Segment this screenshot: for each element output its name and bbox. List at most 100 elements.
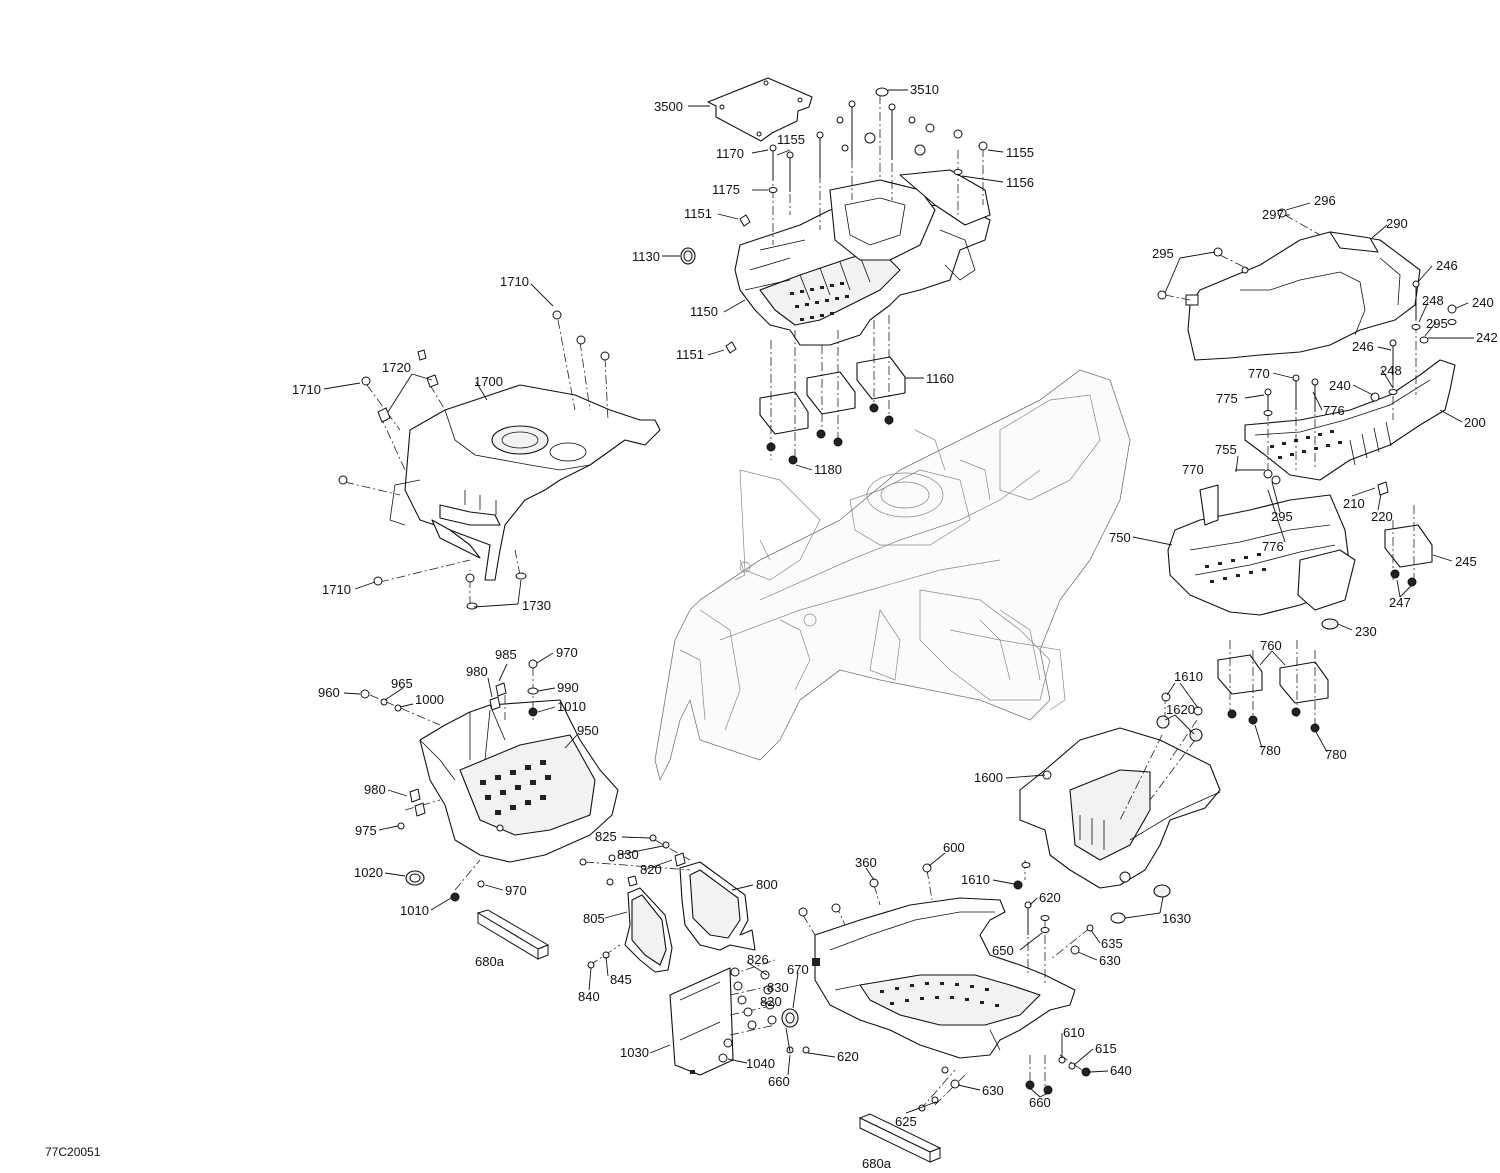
callout-246: 246 (1436, 258, 1458, 273)
callout-1156: 1156 (1006, 175, 1034, 190)
callout-3500: 3500 (654, 99, 683, 114)
callout-776: 776 (1323, 403, 1345, 418)
fender-hardware (798, 863, 1094, 1112)
callout-1130: 1130 (632, 249, 660, 264)
callout-780: 780 (1259, 743, 1281, 758)
callout-1700: 1700 (474, 374, 503, 389)
callout-1610: 1610 (1174, 669, 1203, 684)
callout-labels: 3500 3510 1155 1170 1175 1155 1156 1151 … (45, 82, 1498, 1171)
callout-650: 650 (992, 943, 1014, 958)
part-800-mud-flap (679, 861, 756, 951)
callout-1710: 1710 (292, 382, 321, 397)
callout-980: 980 (364, 782, 386, 797)
callout-360: 360 (855, 855, 877, 870)
callout-635: 635 (1101, 936, 1123, 951)
callout-200: 200 (1464, 415, 1486, 430)
callout-1010: 1010 (400, 903, 429, 918)
callout-755: 755 (1215, 442, 1237, 457)
callout-1180: 1180 (814, 462, 842, 477)
callout-246: 246 (1352, 339, 1374, 354)
callout-776: 776 (1262, 539, 1284, 554)
callout-1040: 1040 (746, 1056, 775, 1071)
callout-990: 960 (318, 685, 340, 700)
mud-flap-hardware (579, 834, 691, 969)
callout-247: 247 (1389, 595, 1411, 610)
callout-980: 980 (466, 664, 488, 679)
callout-780: 780 (1325, 747, 1347, 762)
part-950-left-tray (419, 699, 619, 863)
callout-1155: 1155 (777, 132, 805, 147)
callout-240: 240 (1329, 378, 1351, 393)
console-hardware (680, 87, 988, 354)
callout-800: 800 (756, 877, 778, 892)
callout-295: 295 (1271, 509, 1293, 524)
callout-600: 600 (943, 840, 965, 855)
callout-230: 230 (1355, 624, 1377, 639)
callout-248: 248 (1380, 363, 1402, 378)
part-3500-cover-plate (707, 77, 813, 142)
callout-805: 805 (583, 911, 605, 926)
callout-630: 630 (982, 1083, 1004, 1098)
callout-830: 830 (617, 847, 639, 862)
callout-1710: 1710 (500, 274, 529, 289)
part-1700-upper-shield (389, 384, 661, 581)
callout-840: 840 (578, 989, 600, 1004)
rear-fender-hardware (1013, 692, 1203, 924)
part-750-right-tray (1167, 484, 1356, 630)
callout-1010: 1010 (557, 699, 586, 714)
callout-610: 610 (1063, 1025, 1085, 1040)
callout-1160: 1160 (926, 371, 954, 386)
callout-210: 210 (1343, 496, 1365, 511)
callout-770: 770 (1182, 462, 1204, 477)
part-600-front-fender (812, 897, 1076, 1059)
callout-1630: 1630 (1162, 911, 1191, 926)
callout-620: 620 (837, 1049, 859, 1064)
callout-770: 770 (1248, 366, 1270, 381)
callout-680a: 680a (475, 954, 505, 969)
part-1030-side-plate (669, 959, 810, 1076)
callout-296: 296 (1314, 193, 1336, 208)
callout-1170: 1170 (716, 146, 744, 161)
callout-1600: 1600 (974, 770, 1003, 785)
left-tray-hardware (360, 659, 539, 902)
callout-630: 630 (1099, 953, 1121, 968)
callout-1175: 1175 (712, 182, 740, 197)
part-1600-rear-fender (1019, 727, 1221, 889)
callout-245: 245 (1455, 554, 1477, 569)
callout-1710: 1710 (322, 582, 351, 597)
callout-248: 248 (1422, 293, 1444, 308)
vehicle-frame-outline (654, 369, 1131, 781)
callout-660: 660 (768, 1074, 790, 1089)
callout-830: 830 (767, 980, 789, 995)
callout-620: 620 (1039, 890, 1061, 905)
part-805-mud-flap (624, 887, 673, 973)
callout-845: 845 (610, 972, 632, 987)
right-tray-bumpers (1217, 505, 1433, 735)
right-upper-hardware (1157, 208, 1457, 496)
callout-970: 970 (505, 883, 527, 898)
callout-950: 950 (577, 723, 599, 738)
callout-1730: 1730 (522, 598, 551, 613)
callout-1155: 1155 (1006, 145, 1034, 160)
callout-625: 625 (895, 1114, 917, 1129)
callout-820: 820 (760, 994, 782, 1009)
callout-295: 295 (1152, 246, 1174, 261)
callout-970: 970 (556, 645, 578, 660)
callout-1620: 1620 (1166, 702, 1195, 717)
callout-1720: 1720 (382, 360, 411, 375)
callout-750: 750 (1109, 530, 1131, 545)
callout-760: 760 (1260, 638, 1282, 653)
callout-297: 297 (1262, 207, 1284, 222)
callout-825: 825 (595, 829, 617, 844)
callout-220: 220 (1371, 509, 1393, 524)
callout-1020: 1020 (354, 865, 383, 880)
leader-lines (323, 89, 1474, 1114)
callout-960: 1000 (415, 692, 444, 707)
callout-670: 670 (787, 962, 809, 977)
part-1150-center-console (734, 169, 991, 346)
callout-1030: 1030 (620, 1045, 649, 1060)
figure-id: 77C20051 (45, 1145, 101, 1159)
callout-965: 965 (391, 676, 413, 691)
part-1160-bumpers (759, 315, 906, 465)
part-200-right-step (1244, 359, 1456, 481)
